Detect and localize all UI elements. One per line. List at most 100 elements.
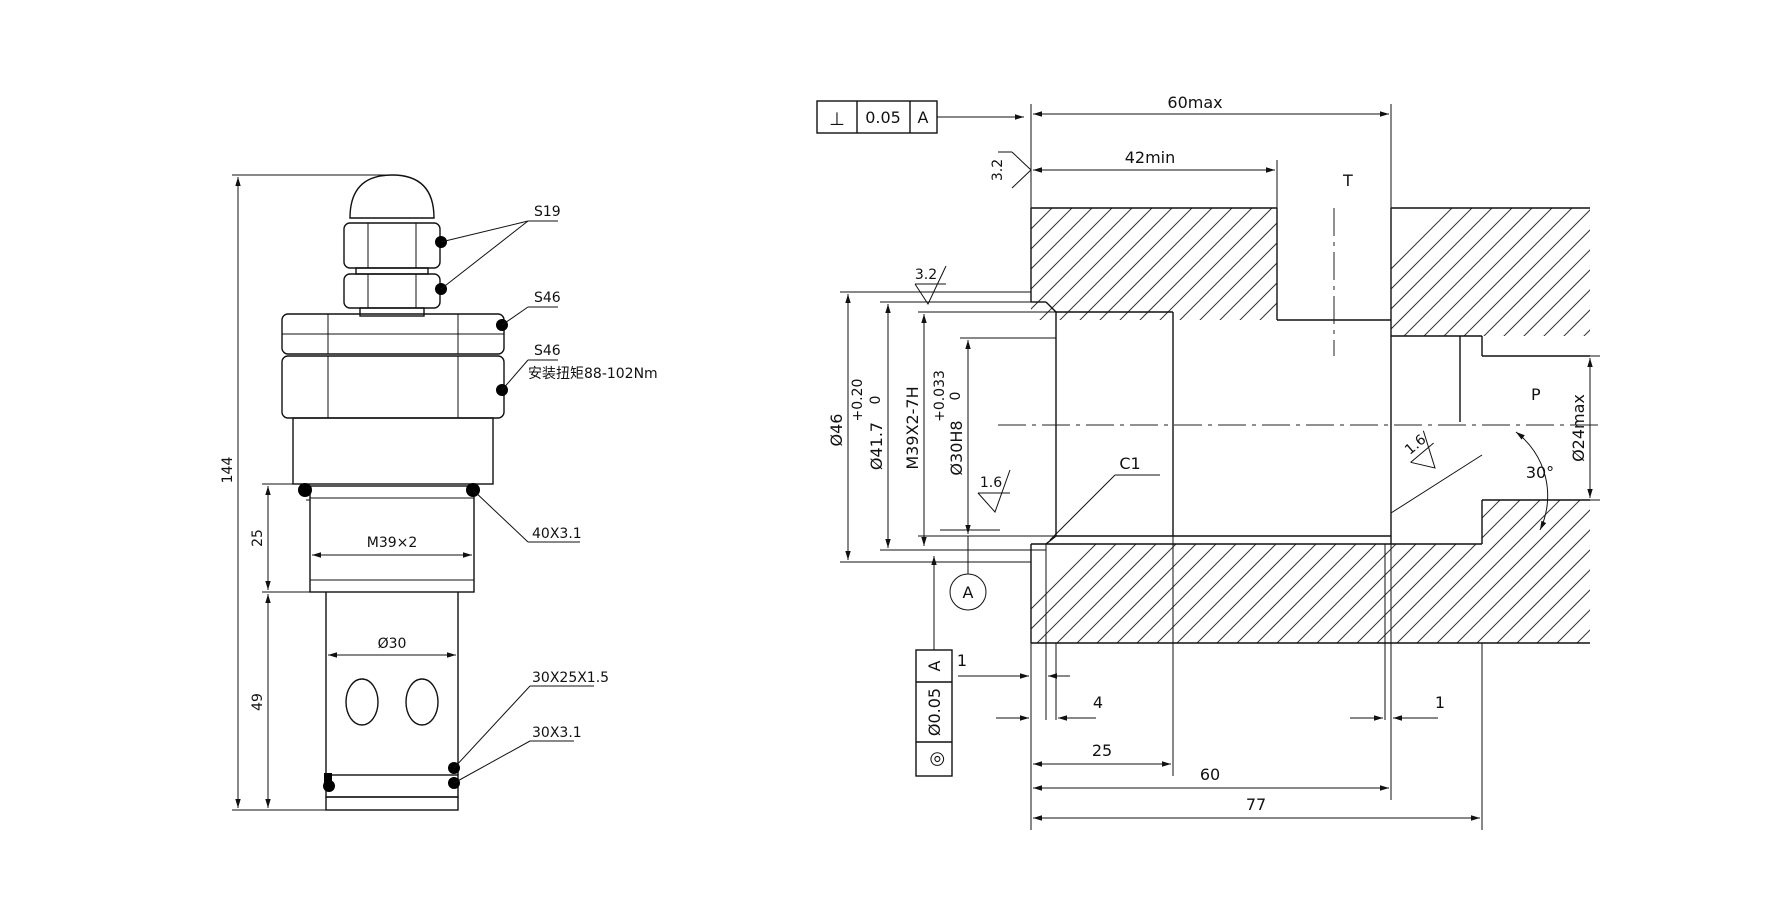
- chamfer-text: C1: [1119, 454, 1140, 473]
- roughness-top: 3.2: [990, 151, 1032, 189]
- perp-datum: A: [918, 108, 929, 127]
- callout-s19: S19: [440, 204, 561, 290]
- diameter-label: Ø30: [378, 636, 407, 652]
- dome-cap: [349, 174, 435, 219]
- port-p-label: P: [1531, 385, 1541, 404]
- perp-symbol: ⊥: [829, 109, 845, 130]
- dimension-25-bottom: 25: [1033, 741, 1171, 767]
- angle-text: 30°: [1526, 463, 1554, 482]
- hatch-top-right: [1391, 208, 1590, 336]
- s19-label: S19: [534, 204, 561, 220]
- dimension-1-right: 1: [1350, 693, 1445, 721]
- port-hole-left: [345, 678, 379, 726]
- roughness-seat: 1.6: [977, 469, 1011, 513]
- callout-oring-bottom: 30X3.1: [453, 725, 582, 784]
- thread-section: [306, 485, 475, 593]
- dimension-dia30: Ø30: [328, 636, 456, 658]
- port-hole-right: [405, 678, 439, 726]
- dim-4-text: 4: [1093, 693, 1103, 712]
- dimension-60max: 60max: [1030, 93, 1392, 208]
- dimension-dia46: Ø46: [827, 294, 851, 560]
- callout-backup-ring: 30X25X1.5: [453, 670, 609, 769]
- dimension-42min: 42min: [1033, 148, 1278, 208]
- dim-60max-text: 60max: [1167, 93, 1222, 112]
- dimension-77: 77: [1033, 795, 1480, 821]
- dimension-60: 60: [1033, 765, 1389, 791]
- s46-label-2: S46: [534, 343, 561, 359]
- rough-seat-text: 1.6: [980, 475, 1002, 491]
- oring-top-left: [298, 483, 312, 497]
- dimension-dia30h8: Ø30H8 +0.033 0: [932, 340, 971, 534]
- datum-a: A: [949, 536, 987, 611]
- dimension-25: 25: [250, 483, 310, 593]
- rough-bore-text: 3.2: [915, 267, 937, 283]
- large-hex-nut-upper: [281, 313, 505, 355]
- dim-77-text: 77: [1246, 795, 1266, 814]
- dimension-49: 49: [250, 594, 326, 811]
- backup-ring-left: [324, 773, 332, 783]
- tol30-upper: +0.033: [932, 370, 948, 422]
- oring-top-label: 40X3.1: [532, 526, 582, 542]
- conc-symbol: ◎: [926, 751, 947, 767]
- seat-chamfer: [1390, 454, 1483, 514]
- tol41-7-lower: 0: [868, 396, 884, 405]
- callout-s46-lower: S46 安装扭矩88-102Nm: [501, 343, 658, 391]
- tol41-7-upper: +0.20: [850, 379, 866, 422]
- roughness-bore: 3.2: [914, 265, 947, 306]
- dimension-144: 144: [220, 174, 458, 811]
- conc-datum: A: [925, 660, 944, 671]
- dim-49-text: 49: [250, 693, 266, 711]
- backup-ring-label: 30X25X1.5: [532, 670, 609, 686]
- concentricity-frame: A Ø0.05 ◎: [915, 556, 953, 777]
- dim-25-text: 25: [1092, 741, 1112, 760]
- dim-25-text: 25: [250, 529, 266, 547]
- neck-2: [359, 307, 425, 317]
- callout-chamfer: C1: [1049, 454, 1160, 541]
- dimension-dia41-7: Ø41.7 +0.20 0: [850, 304, 891, 548]
- dimension-angle: 30°: [1515, 431, 1554, 531]
- dim-1-right-text: 1: [1435, 693, 1445, 712]
- conc-tol: Ø0.05: [925, 688, 944, 736]
- dia41-7-text: Ø41.7: [867, 422, 886, 470]
- callout-s46-upper: S46: [501, 290, 561, 326]
- dimension-4: 4: [996, 693, 1103, 721]
- callout-oring-top: 40X3.1: [472, 489, 582, 543]
- thread-label: M39×2: [367, 535, 418, 551]
- hatch-top-left: [1031, 208, 1277, 320]
- perp-tol: 0.05: [865, 108, 901, 127]
- dimension-1-left: 1: [957, 651, 1070, 679]
- dia24-text: Ø24max: [1569, 394, 1588, 462]
- thread-bore-text: M39X2-7H: [903, 386, 922, 469]
- s46-label-1: S46: [534, 290, 561, 306]
- dia46-text: Ø46: [827, 414, 846, 447]
- dimension-thread-bore: M39X2-7H: [903, 314, 927, 546]
- small-hex-nut-lower: [343, 273, 441, 309]
- dimension-thread: M39×2: [312, 535, 472, 558]
- dim-42min-text: 42min: [1125, 148, 1176, 167]
- body-collar: [292, 417, 494, 485]
- body-tube: [325, 592, 459, 811]
- oring-bottom-left: [323, 780, 335, 792]
- large-hex-nut-lower: [281, 355, 505, 419]
- cavity-outline: [1030, 207, 1590, 644]
- small-hex-nut-upper: [343, 222, 441, 269]
- dimension-dia24max: Ø24max: [1569, 355, 1600, 501]
- dia30-text: Ø30H8: [947, 420, 966, 475]
- tol30-lower: 0: [948, 392, 964, 401]
- dim-60-text: 60: [1200, 765, 1220, 784]
- roughness-port: 1.6: [1402, 430, 1436, 469]
- cartridge-valve-view: 144 25 49 M39×2 Ø30 S19: [220, 174, 658, 811]
- dim-1-left-text: 1: [957, 651, 967, 670]
- neck-1: [355, 267, 429, 275]
- dim-144-text: 144: [220, 457, 236, 484]
- bottom-extension-lines: [1030, 536, 1483, 830]
- cavity-section-view: ⊥ 0.05 A 60max 42min 3.2 T P: [816, 93, 1600, 830]
- oring-bottom-label: 30X3.1: [532, 725, 582, 741]
- datum-label: A: [963, 583, 974, 602]
- hatch-bottom: [1031, 500, 1590, 643]
- torque-note: 安装扭矩88-102Nm: [528, 366, 658, 382]
- port-t-label: T: [1342, 171, 1353, 190]
- rough-top-text: 3.2: [990, 159, 1006, 181]
